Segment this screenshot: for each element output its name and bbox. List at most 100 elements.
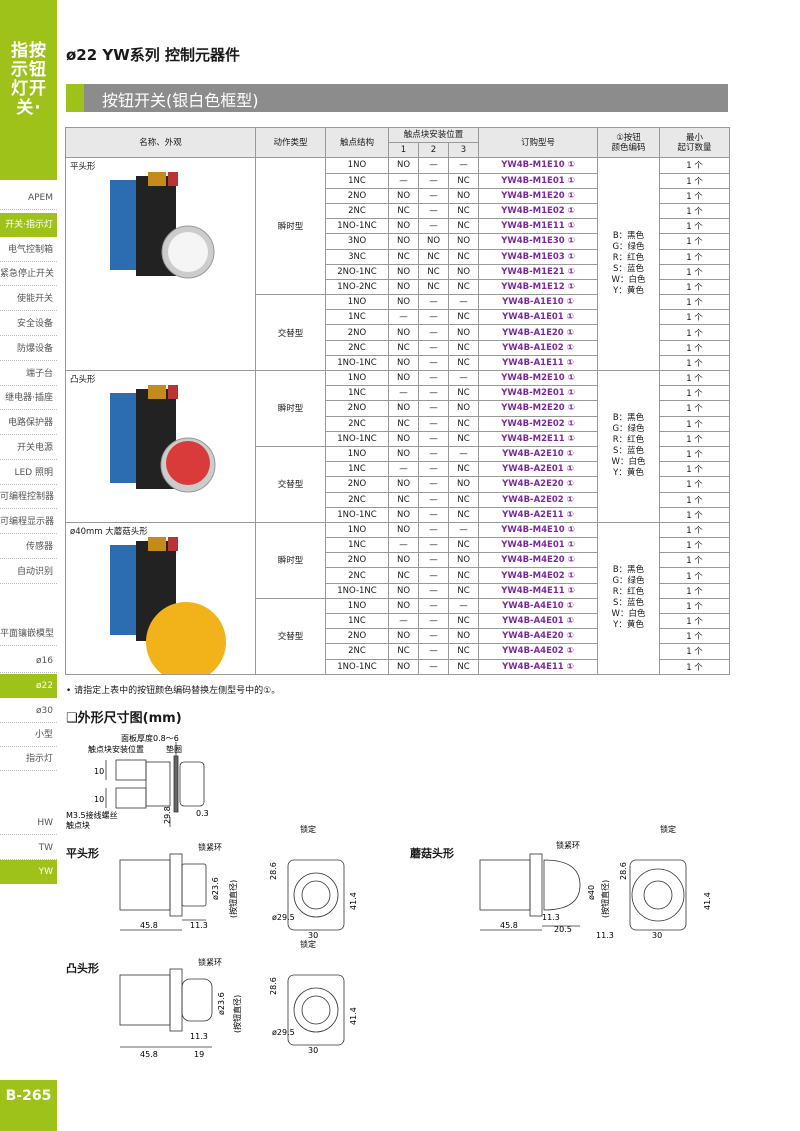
mushroom-head-label: 蘑菇头形 [410, 847, 454, 860]
position-3: — [448, 597, 479, 615]
position-1: NC [388, 491, 419, 508]
position-1: NC [388, 339, 419, 356]
sidebar-item[interactable]: TW [0, 836, 57, 860]
min-qty: 1 个 [659, 278, 730, 296]
min-qty: 1 个 [659, 612, 730, 630]
color-codes: B：黑色 G：绿色 R：红色 S：蓝色 W：白色 Y：黄色 [597, 521, 660, 675]
page-number: B-265 [0, 1080, 57, 1131]
sidebar-item[interactable]: 开关·指示灯 [0, 213, 57, 237]
position-2: NC [418, 248, 449, 265]
order-model: YW4B-A2E01 ① [478, 461, 598, 478]
convex-ring-label: 锁紧环 [198, 957, 222, 967]
sidebar-item[interactable]: 安全设备 [0, 312, 57, 336]
order-model: YW4B-M2E02 ① [478, 415, 598, 432]
sidebar-item[interactable]: 小型 [0, 723, 57, 747]
position-2: — [418, 430, 449, 447]
position-3: NC [448, 385, 479, 402]
convex-dim-30: 30 [308, 1046, 318, 1055]
position-1: NO [388, 476, 419, 493]
sidebar-item[interactable]: ø16 [0, 649, 57, 673]
sidebar-item[interactable]: HW [0, 811, 57, 835]
contact-structure: 1NC [325, 461, 389, 478]
contact-structure: 1NO-1NC [325, 218, 389, 235]
contact-structure: 1NO-1NC [325, 582, 389, 599]
sidebar-item[interactable]: 自动识别 [0, 560, 57, 584]
contact-structure: 2NC [325, 491, 389, 508]
sidebar-item[interactable]: 传感器 [0, 535, 57, 559]
sidebar-item[interactable]: 指示灯 [0, 747, 57, 771]
position-1: NO [388, 658, 419, 675]
mushroom-front-frame [629, 859, 687, 931]
sidebar-item[interactable]: 使能开关 [0, 287, 57, 311]
min-qty: 1 个 [659, 309, 730, 326]
screw-label: M3.5接线螺丝 [66, 810, 118, 820]
sidebar-item[interactable]: ø30 [0, 699, 57, 723]
mushroom-dim-414: 41.4 [703, 892, 712, 910]
position-3: NO [448, 552, 479, 569]
sidebar-item[interactable]: YW [0, 860, 57, 884]
flat-dim-dia: (按钮直径) [228, 880, 238, 918]
contact-structure: 2NO [325, 552, 389, 569]
sidebar-item[interactable]: 紧急停止开关 [0, 262, 57, 286]
sidebar-item[interactable]: 可编程控制器 [0, 485, 57, 509]
position-2: — [418, 521, 449, 539]
min-qty: 1 个 [659, 628, 730, 645]
min-qty: 1 个 [659, 187, 730, 204]
sidebar-item[interactable]: 防爆设备 [0, 337, 57, 361]
contact-structure: 2NC [325, 202, 389, 220]
mushroom-front-center [643, 880, 673, 910]
position-3: NC [448, 354, 479, 372]
panel [173, 755, 179, 813]
sidebar-item[interactable]: 开关电源 [0, 436, 57, 460]
position-3: NO [448, 233, 479, 250]
position-3: NC [448, 612, 479, 630]
product-name: 凸头形 [70, 375, 96, 385]
series-title: ø22 YW系列 控制元器件 [66, 46, 241, 64]
mushroom-front-head [631, 868, 685, 922]
position-3: NC [448, 491, 479, 508]
min-qty: 1 个 [659, 597, 730, 615]
block-upper [115, 759, 147, 781]
sidebar-item[interactable]: ø22 [0, 674, 57, 698]
min-qty: 1 个 [659, 552, 730, 569]
order-model: YW4B-M1E03 ① [478, 248, 598, 265]
sidebar-item[interactable]: 端子台 [0, 362, 57, 386]
order-model: YW4B-A1E20 ① [478, 324, 598, 341]
sidebar-item[interactable]: 电路保护器 [0, 411, 57, 435]
flat-front-button [301, 880, 331, 910]
position-1: NO [388, 552, 419, 569]
sidebar-header: 指按示钮灯开关· [0, 0, 57, 180]
position-1: NO [388, 157, 419, 174]
contact-structure: 2NC [325, 643, 389, 660]
position-3: NC [448, 658, 479, 675]
order-model: YW4B-A2E11 ① [478, 506, 598, 523]
product-cell: ø40mm 大蘑菇头形 [65, 521, 256, 675]
min-qty: 1 个 [659, 582, 730, 599]
convex-dim-414: 41.4 [349, 1007, 358, 1025]
sidebar-item[interactable]: 继电器·插座 [0, 386, 57, 410]
sidebar-item[interactable]: LED 照明 [0, 461, 57, 485]
position-3: — [448, 157, 479, 174]
order-model: YW4B-M1E12 ① [478, 278, 598, 296]
order-model: YW4B-M1E30 ① [478, 233, 598, 250]
sidebar-item[interactable]: 平面镶嵌模型 [0, 622, 57, 646]
position-3: NC [448, 643, 479, 660]
position-3: NC [448, 202, 479, 220]
sidebar-item[interactable]: 可编程显示器 [0, 510, 57, 534]
sidebar-item[interactable]: 电气控制箱 [0, 238, 57, 262]
product-cell: 凸头形 [65, 370, 256, 523]
color-codes: B：黑色 G：绿色 R：红色 S：蓝色 W：白色 Y：黄色 [597, 157, 660, 371]
order-model: YW4B-M2E20 ① [478, 400, 598, 417]
color-codes: B：黑色 G：绿色 R：红色 S：蓝色 W：白色 Y：黄色 [597, 370, 660, 523]
position-2: — [418, 506, 449, 523]
order-model: YW4B-A2E20 ① [478, 476, 598, 493]
contact-structure: 1NO-1NC [325, 430, 389, 447]
position-1: NO [388, 354, 419, 372]
position-3: NO [448, 187, 479, 204]
sidebar-item[interactable]: APEM [0, 186, 57, 210]
position-1: NO [388, 278, 419, 296]
position-1: NC [388, 415, 419, 432]
